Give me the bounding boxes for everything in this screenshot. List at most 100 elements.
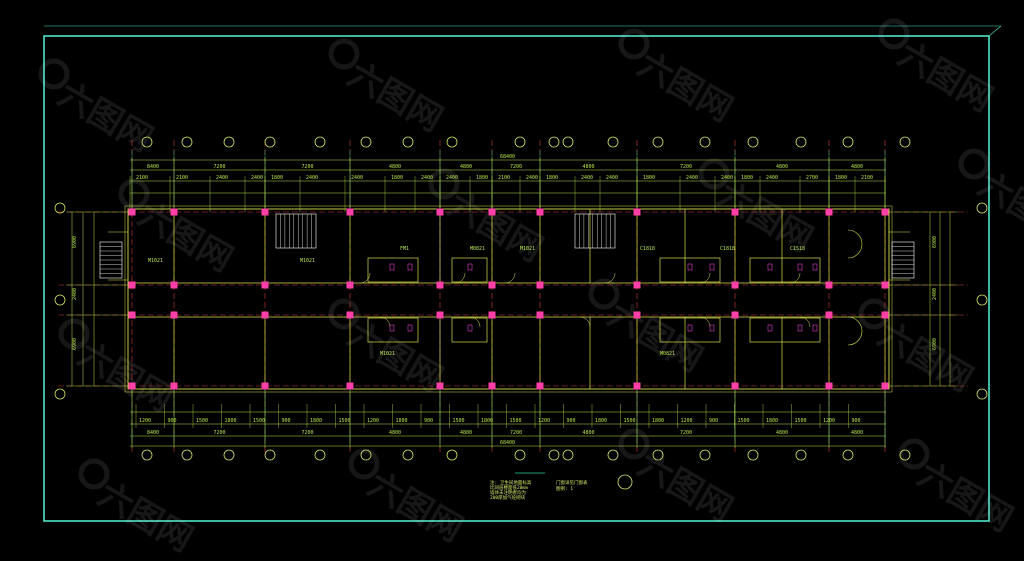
axis-bubble-bottom <box>699 449 711 461</box>
axis-bubble-bottom <box>360 449 372 461</box>
axis-bubble-top <box>360 136 372 148</box>
top-segment-dim-text: 7200 <box>510 164 522 170</box>
axis-bubble-bottom <box>842 449 854 461</box>
toilet-fixture <box>407 263 413 271</box>
top-detail-dim-text: 1800 <box>476 175 488 181</box>
bottom-segment-dim-text: 4800 <box>389 430 401 436</box>
axis-bubble-bottom <box>899 449 911 461</box>
top-detail-dim-text: 2100 <box>136 175 148 181</box>
structural-column <box>346 382 354 390</box>
axis-bubble-top <box>607 136 619 148</box>
axis-bubble-top <box>314 136 326 148</box>
bottom-detail-dim-text: 1800 <box>481 418 493 424</box>
top-detail-dim-text: 2100 <box>861 175 873 181</box>
stair-outline <box>275 213 317 249</box>
top-segment-dim-text: 4800 <box>583 164 595 170</box>
bottom-detail-dim-text: 900 <box>852 418 861 424</box>
structural-column <box>536 208 544 216</box>
watermark-logo-mark <box>328 38 360 70</box>
toilet-fixture <box>389 263 395 271</box>
room-door-label: FM1 <box>400 246 409 252</box>
bottom-detail-dim-text: 1200 <box>139 418 151 424</box>
right-dim-text: 6900 <box>932 338 938 350</box>
axis-bubble-left <box>54 202 66 214</box>
structural-column <box>536 382 544 390</box>
top-segment-dim-text: 4800 <box>389 164 401 170</box>
toilet-room <box>451 257 488 283</box>
stair-outline <box>574 213 616 249</box>
bottom-detail-dim-text: 900 <box>709 418 718 424</box>
structural-column <box>825 311 833 319</box>
curved-wall <box>847 316 863 346</box>
outer-frame <box>43 35 990 522</box>
toilet-room <box>749 257 821 283</box>
axis-bubble-bottom <box>795 449 807 461</box>
top-detail-dim-text: 2400 <box>306 175 318 181</box>
axis-bubble-bottom <box>402 449 414 461</box>
axis-bubble-left <box>54 388 66 400</box>
bottom-detail-dim-text: 1800 <box>225 418 237 424</box>
left-dim-text: 6900 <box>72 338 78 350</box>
north-marker <box>617 474 633 490</box>
toilet-fixture <box>389 324 395 332</box>
toilet-room <box>367 317 419 343</box>
structural-column <box>346 281 354 289</box>
watermark-logo-mark <box>618 28 650 60</box>
bottom-detail-dim-text: 1500 <box>510 418 522 424</box>
top-segment-dim-text: 4800 <box>851 164 863 170</box>
bottom-segment-dim-text: 4800 <box>851 430 863 436</box>
toilet-fixture <box>709 263 715 271</box>
toilet-fixture <box>467 263 473 271</box>
watermark-logo-mark <box>428 168 460 200</box>
axis-bubble-top <box>747 136 759 148</box>
top-detail-dim-text: 2400 <box>251 175 263 181</box>
door-swing <box>359 272 371 284</box>
axis-bubble-bottom <box>548 449 560 461</box>
bottom-segment-dim-text: 7200 <box>302 430 314 436</box>
room-door-label: C1818 <box>720 246 735 252</box>
top-detail-dim-text: 2400 <box>216 175 228 181</box>
structural-column <box>881 208 889 216</box>
structural-column <box>488 208 496 216</box>
top-detail-dim-text: 1800 <box>741 175 753 181</box>
structural-column <box>633 208 641 216</box>
top-detail-dim-text: 2400 <box>581 175 593 181</box>
room-door-label: M1021 <box>148 258 163 264</box>
room-door-label: M1021 <box>300 258 315 264</box>
watermark-logo-mark <box>328 298 360 330</box>
bottom-segment-dim-text: 7200 <box>510 430 522 436</box>
axis-bubble-top <box>562 136 574 148</box>
top-detail-dim-text: 2400 <box>606 175 618 181</box>
note-line-6: 图例: 1 <box>556 485 573 492</box>
top-detail-dim-text: 1800 <box>271 175 283 181</box>
room-door-label: M1021 <box>380 351 395 357</box>
axis-bubble-top <box>446 136 458 148</box>
toilet-room <box>367 257 419 283</box>
notes-block: 注: 卫生间地面标高 比同层楼面低20mm 墙体未注明者均为 200厚加气砼砌块… <box>490 472 633 501</box>
watermark-logo-mark <box>58 318 90 350</box>
structural-column <box>436 382 444 390</box>
toilet-room <box>749 317 821 343</box>
bottom-detail-dim-text: 1200 <box>367 418 379 424</box>
structural-column <box>488 281 496 289</box>
axis-bubble-left <box>54 294 66 306</box>
right-dim-text: 6900 <box>932 236 938 248</box>
top-detail-dim-text: 2400 <box>766 175 778 181</box>
top-detail-dim-text: 2700 <box>806 175 818 181</box>
curved-wall <box>847 229 863 259</box>
bottom-detail-dim-text: 900 <box>282 418 291 424</box>
wall-lines <box>108 205 910 393</box>
structural-column <box>261 208 269 216</box>
bottom-segment-dim-text: 7200 <box>214 430 226 436</box>
door-swing <box>699 272 711 284</box>
exterior-wall <box>127 208 890 390</box>
top-segment-dim-text: 4800 <box>460 164 472 170</box>
axis-bubble-bottom <box>314 449 326 461</box>
toilet-fixture <box>767 324 773 332</box>
axis-bubble-bottom <box>562 449 574 461</box>
watermark-logo-mark <box>958 148 990 180</box>
top-detail-dim-text: 2400 <box>446 175 458 181</box>
top-detail-dim-text: 1800 <box>546 175 558 181</box>
structural-column <box>128 311 136 319</box>
